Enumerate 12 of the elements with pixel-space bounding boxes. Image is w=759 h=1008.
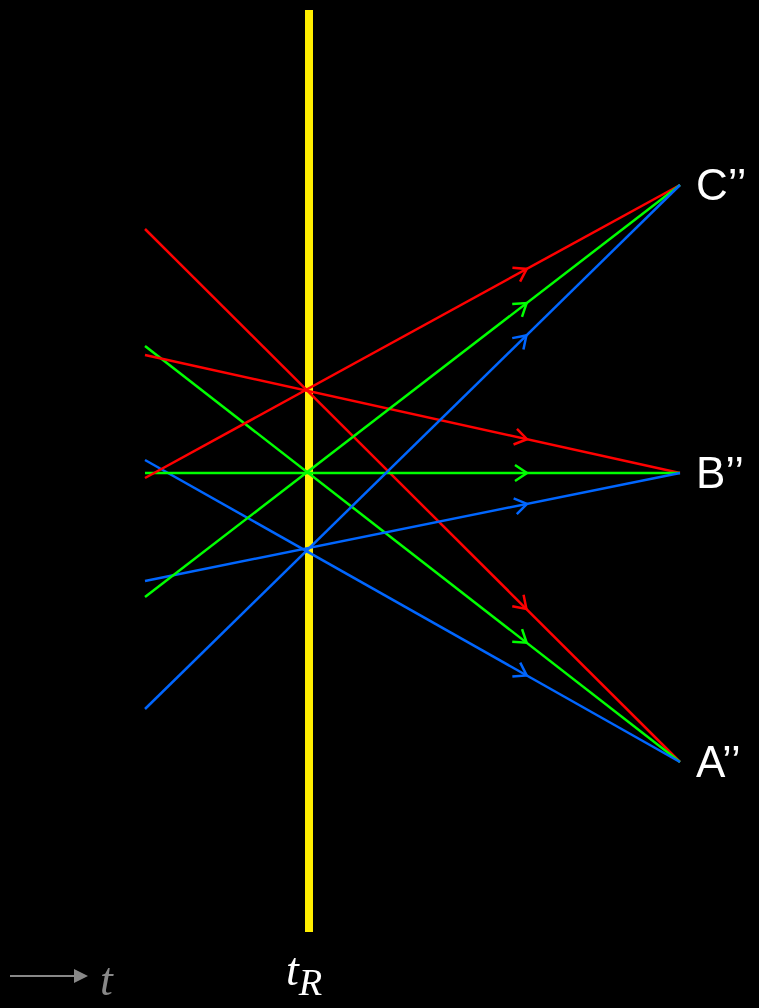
light-ray xyxy=(144,183,681,480)
time-label: t$_{R}$ xyxy=(286,945,323,1006)
point-label: B’’ xyxy=(680,445,745,501)
light-ray xyxy=(144,184,681,710)
light-ray xyxy=(144,458,681,764)
light-ray xyxy=(144,345,681,763)
axis-label: t xyxy=(100,955,113,1005)
light-ray xyxy=(144,353,681,475)
light-ray xyxy=(144,471,681,583)
light-ray xyxy=(144,184,681,598)
point-label: C’’ xyxy=(680,157,747,213)
point-label: A’’ xyxy=(680,734,741,790)
